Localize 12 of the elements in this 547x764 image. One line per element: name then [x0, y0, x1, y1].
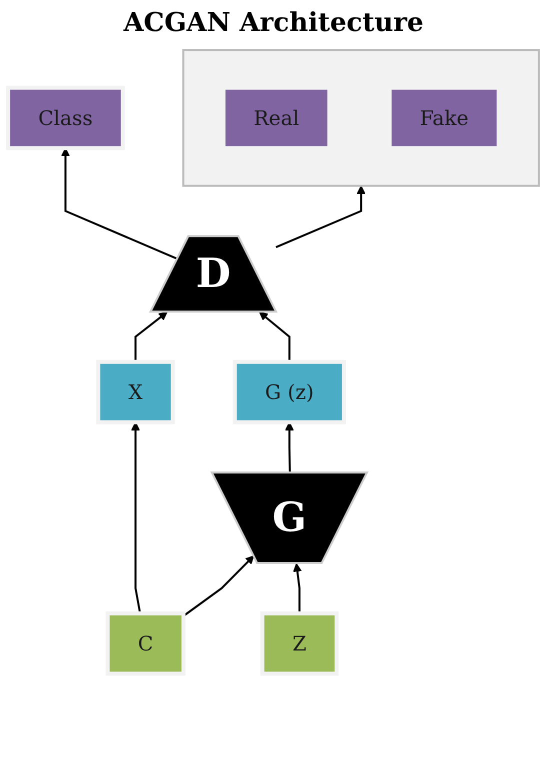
node-box: Z	[260, 611, 339, 676]
arrow	[182, 555, 254, 617]
node-box: G (z)	[232, 360, 346, 424]
arrow	[134, 312, 168, 362]
arrow	[259, 312, 290, 362]
arrow	[292, 563, 302, 614]
cluster	[182, 49, 540, 187]
node-box: Class	[6, 86, 125, 150]
diagram-title: ACGAN Architecture	[122, 8, 425, 38]
node-box: X	[96, 360, 175, 424]
arrow	[276, 185, 366, 248]
node-box: C	[106, 611, 186, 676]
